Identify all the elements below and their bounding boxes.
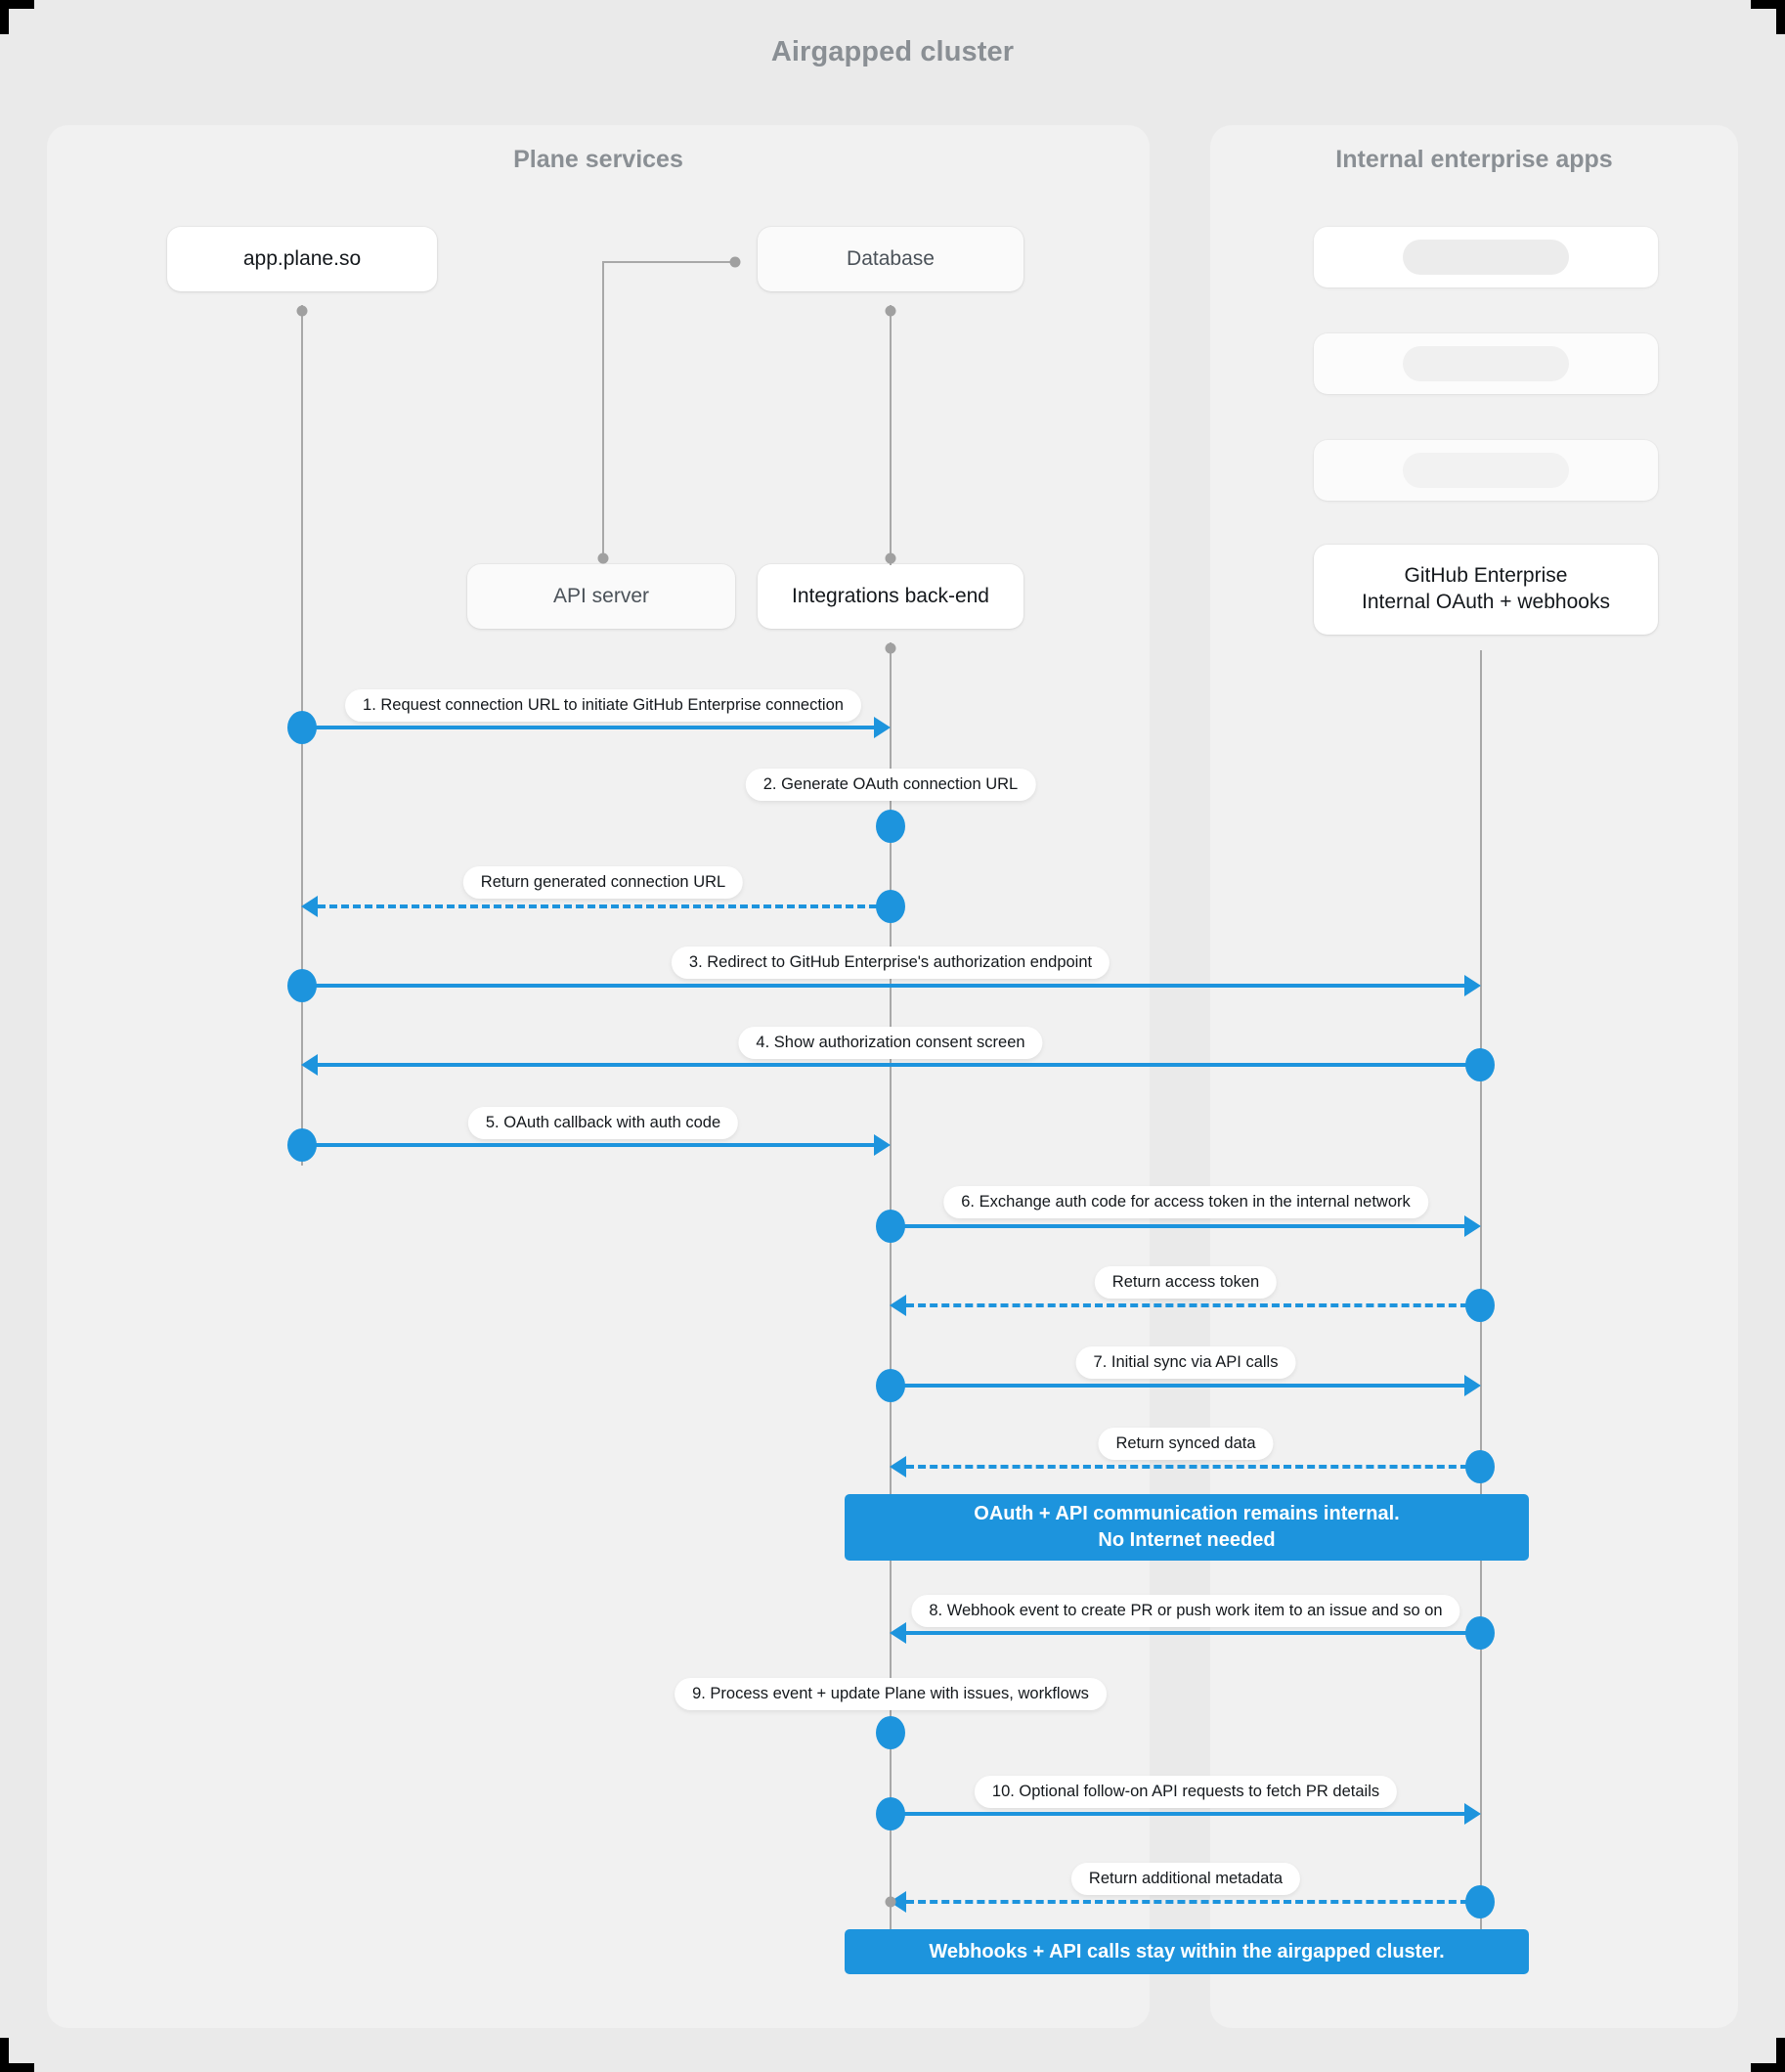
node-database[interactable]: Database	[758, 227, 1023, 291]
crop-mark-bottom-left	[0, 2038, 34, 2072]
message-origin-12	[876, 1716, 905, 1749]
placeholder-card-2	[1314, 333, 1658, 394]
arrowhead-5	[301, 1054, 318, 1076]
message-label-3: Return generated connection URL	[462, 866, 744, 899]
message-arrow-8	[906, 1303, 1480, 1307]
message-arrow-13	[891, 1812, 1464, 1816]
placeholder-bar-icon	[1403, 240, 1569, 275]
node-github-enterprise[interactable]: GitHub Enterprise Internal OAuth + webho…	[1314, 545, 1658, 635]
node-github-enterprise-line2: Internal OAuth + webhooks	[1362, 591, 1610, 613]
arrowhead-7	[1464, 1215, 1481, 1237]
note-banner-2-line1: Webhooks + API calls stay within the air…	[929, 1940, 1445, 1962]
message-origin-13	[876, 1797, 905, 1830]
note-banner-1: OAuth + API communication remains intern…	[845, 1494, 1529, 1561]
message-origin-4	[287, 969, 317, 1002]
crop-mark-top-right	[1751, 0, 1785, 34]
message-origin-2	[876, 810, 905, 843]
note-banner-1-line1: OAuth + API communication remains intern…	[974, 1503, 1400, 1524]
connector-database-to-api-server-vertical	[602, 261, 604, 558]
message-origin-6	[287, 1128, 317, 1162]
group-title-internal-enterprise-apps: Internal enterprise apps	[1335, 146, 1613, 173]
message-target-dot-14	[885, 1896, 896, 1908]
message-label-11: 8. Webhook event to create PR or push wo…	[911, 1595, 1460, 1627]
arrowhead-14	[890, 1891, 906, 1913]
message-origin-8	[1465, 1289, 1495, 1322]
arrowhead-11	[890, 1622, 906, 1644]
message-label-10: Return synced data	[1098, 1428, 1274, 1460]
connector-dot-database-end	[729, 256, 741, 268]
node-github-enterprise-line1: GitHub Enterprise	[1404, 564, 1568, 588]
message-label-14: Return additional metadata	[1070, 1863, 1301, 1895]
placeholder-card-1	[1314, 227, 1658, 287]
lifeline-dot-integrations-top	[885, 642, 896, 654]
message-origin-7	[876, 1210, 905, 1243]
message-label-13: 10. Optional follow-on API requests to f…	[974, 1776, 1398, 1808]
message-arrow-14	[906, 1900, 1480, 1904]
arrowhead-10	[890, 1456, 906, 1477]
message-arrow-6	[302, 1143, 874, 1147]
message-label-6: 5. OAuth callback with auth code	[467, 1107, 739, 1139]
group-title-plane-services: Plane services	[513, 146, 683, 173]
lifeline-dot-database-bottom	[885, 552, 896, 564]
message-origin-3	[876, 890, 905, 923]
group-plane-services: Plane services	[47, 125, 1150, 2028]
placeholder-bar-icon	[1403, 453, 1569, 488]
arrowhead-8	[890, 1295, 906, 1316]
connector-dot-api-server-end	[597, 552, 609, 564]
arrowhead-4	[1464, 975, 1481, 996]
message-arrow-11	[906, 1631, 1480, 1635]
message-label-5: 4. Show authorization consent screen	[738, 1027, 1043, 1059]
lifeline-database	[890, 305, 892, 565]
message-label-1: 1. Request connection URL to initiate Gi…	[345, 689, 861, 722]
arrowhead-1	[874, 717, 891, 738]
node-api-server[interactable]: API server	[467, 564, 735, 629]
message-arrow-4	[302, 984, 1464, 988]
arrowhead-13	[1464, 1803, 1481, 1825]
lifeline-dot-app	[296, 305, 308, 317]
lifeline-dot-database-top	[885, 305, 896, 317]
arrowhead-9	[1464, 1375, 1481, 1396]
message-origin-11	[1465, 1616, 1495, 1650]
message-origin-1	[287, 711, 317, 744]
arrowhead-3	[301, 896, 318, 917]
note-banner-1-line2: No Internet needed	[1098, 1529, 1276, 1551]
message-label-8: Return access token	[1094, 1266, 1278, 1299]
message-origin-14	[1465, 1885, 1495, 1918]
message-origin-9	[876, 1369, 905, 1402]
message-label-12: 9. Process event + update Plane with iss…	[675, 1678, 1107, 1710]
message-label-2: 2. Generate OAuth connection URL	[745, 769, 1036, 801]
diagram-title: Airgapped cluster	[770, 36, 1015, 67]
message-arrow-9	[891, 1384, 1464, 1388]
message-arrow-7	[891, 1224, 1464, 1228]
placeholder-card-3	[1314, 440, 1658, 501]
message-arrow-1	[302, 726, 874, 729]
message-arrow-3	[318, 904, 877, 908]
message-arrow-5	[318, 1063, 1480, 1067]
message-label-9: 7. Initial sync via API calls	[1075, 1346, 1296, 1379]
message-arrow-10	[906, 1465, 1480, 1469]
node-app-plane-so[interactable]: app.plane.so	[167, 227, 437, 291]
note-banner-2: Webhooks + API calls stay within the air…	[845, 1929, 1529, 1974]
message-label-7: 6. Exchange auth code for access token i…	[943, 1186, 1428, 1218]
message-label-4: 3. Redirect to GitHub Enterprise's autho…	[671, 947, 1110, 979]
message-origin-10	[1465, 1450, 1495, 1483]
arrowhead-6	[874, 1134, 891, 1156]
placeholder-bar-icon	[1403, 346, 1569, 381]
connector-database-to-api-server-horizontal	[602, 261, 733, 263]
crop-mark-top-left	[0, 0, 34, 34]
crop-mark-bottom-right	[1751, 2038, 1785, 2072]
message-origin-5	[1465, 1048, 1495, 1081]
node-integrations-backend[interactable]: Integrations back-end	[758, 564, 1023, 629]
